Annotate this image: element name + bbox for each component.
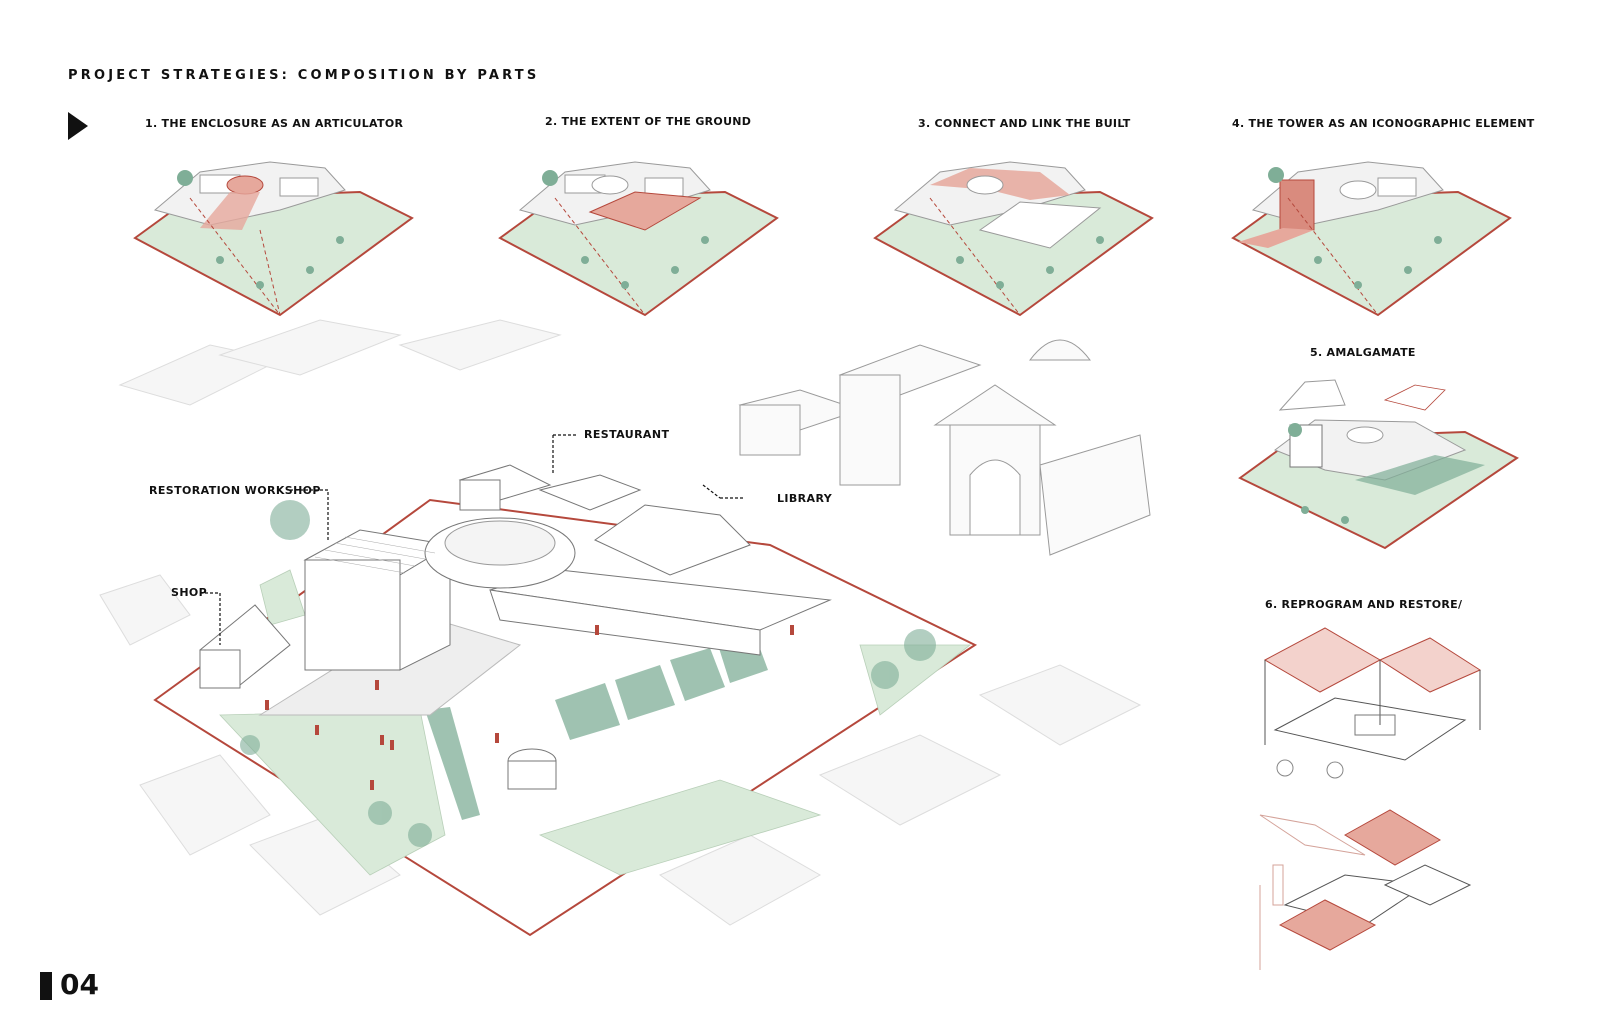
strategy-title-1: 1. THE ENCLOSURE AS AN ARTICULATOR — [145, 117, 404, 130]
page-number: 04 — [60, 968, 99, 1001]
label-restoration-workshop: RESTORATION WORKSHOP — [149, 484, 321, 497]
page-number-bar — [40, 972, 52, 1000]
strategy-diagram-3 — [873, 161, 1154, 317]
play-arrow-icon — [68, 112, 88, 140]
strategy-title-3: 3. CONNECT AND LINK THE BUILT — [918, 117, 1131, 130]
label-library: LIBRARY — [777, 492, 833, 505]
strategy-diagram-1 — [133, 161, 414, 317]
strategy-diagram-6-lower — [1259, 809, 1472, 970]
strategy-title-5: 5. AMALGAMATE — [1310, 346, 1416, 359]
label-shop: SHOP — [171, 586, 208, 599]
strategy-diagram-2 — [498, 161, 779, 317]
strategy-title-6: 6. REPROGRAM AND RESTORE/ — [1265, 598, 1463, 611]
label-restaurant: RESTAURANT — [584, 428, 670, 441]
page-title: PROJECT STRATEGIES: COMPOSITION BY PARTS — [68, 68, 540, 83]
strategy-diagram-6-upper — [1263, 627, 1482, 779]
main-axonometric-drawing — [99, 319, 1151, 937]
strategy-title-4: 4. THE TOWER AS AN ICONOGRAPHIC ELEMENT — [1232, 117, 1535, 130]
strategy-diagram-5 — [1238, 379, 1519, 550]
strategy-title-2: 2. THE EXTENT OF THE GROUND — [545, 115, 752, 128]
strategy-diagram-4 — [1231, 161, 1512, 317]
